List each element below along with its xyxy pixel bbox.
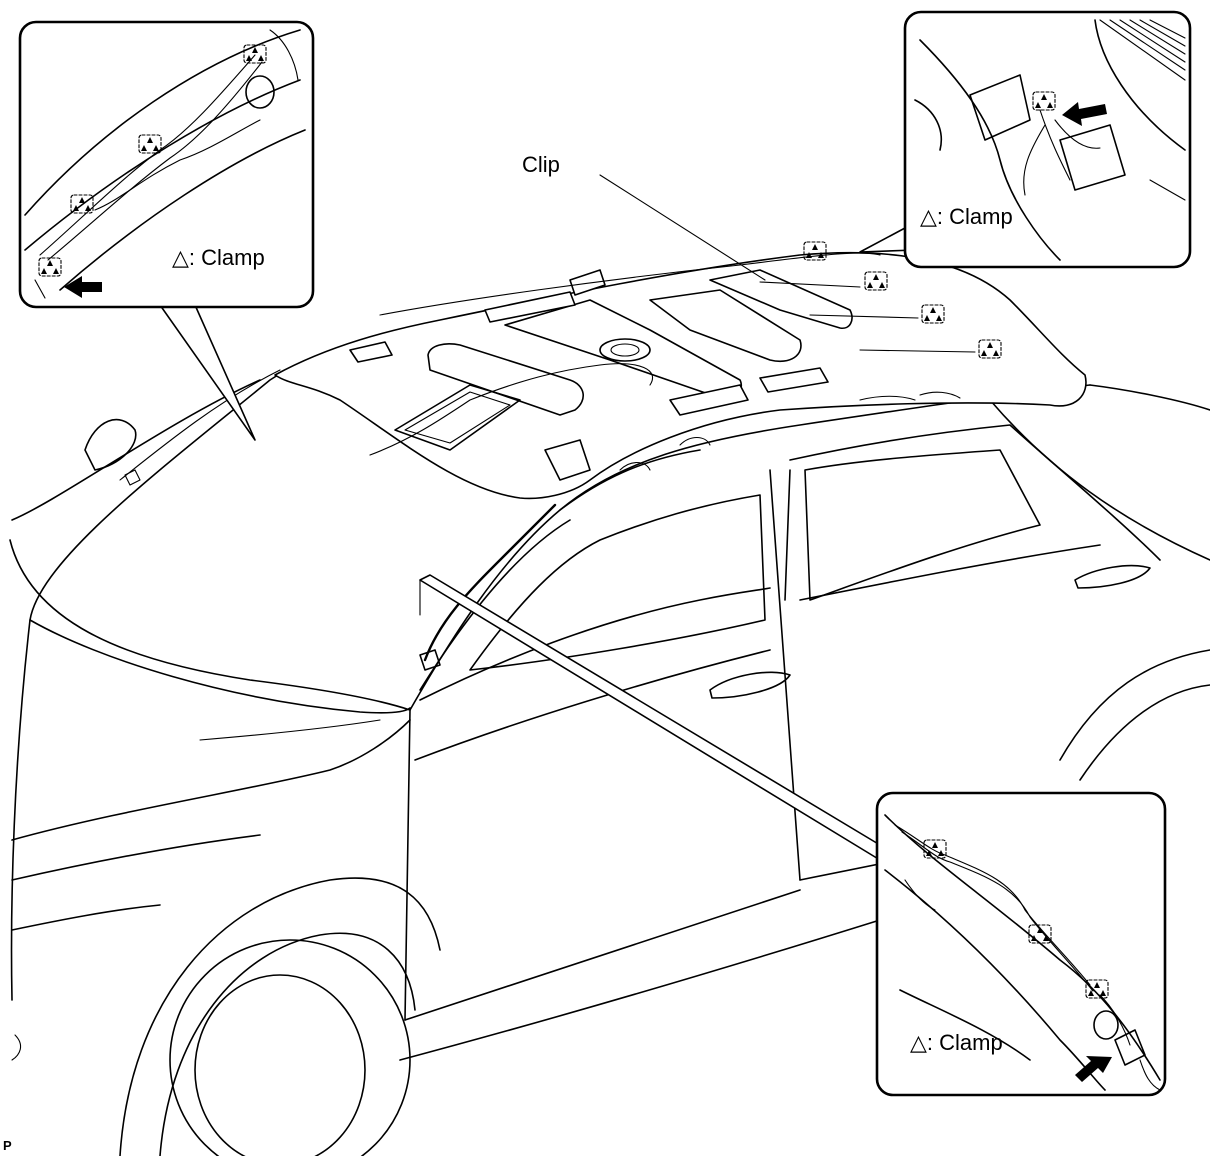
clamp-triangle-icon: [38, 257, 62, 277]
clamp-triangle-icon: [864, 271, 888, 291]
roof-headliner: [119, 251, 1087, 671]
clamp-triangle-icon: [978, 339, 1002, 359]
clamp-triangle-icon: [803, 241, 827, 261]
clip-leader: Clip: [522, 152, 766, 281]
inset-a-pillar-top: △: Clamp: [18, 20, 315, 309]
clamp-triangle-icon: [243, 44, 267, 64]
clamp-triangle-icon: [923, 839, 947, 859]
clamp-legend-top-right: △: Clamp: [920, 204, 1013, 229]
clamp-triangle-icon: [138, 134, 162, 154]
inset-a-pillar-lower: △: Clamp: [875, 791, 1167, 1097]
arrow-icon: [64, 276, 102, 298]
clamp-triangle-icon: [1032, 91, 1056, 111]
clamp-triangle-icon: [70, 194, 94, 214]
clamp-triangle-icon: [1085, 979, 1109, 999]
figure-id: P: [3, 1138, 12, 1153]
inset-roof-rear: △: Clamp: [903, 10, 1192, 269]
clamp-triangle-icon: [1028, 924, 1052, 944]
clamp-legend-top-left: △: Clamp: [172, 245, 265, 270]
clamp-legend-bottom-right: △: Clamp: [910, 1030, 1003, 1055]
clip-label: Clip: [522, 152, 560, 177]
car-body: [9, 344, 1210, 1156]
arrow-icon: [1062, 102, 1107, 126]
arrow-icon: [1075, 1056, 1112, 1082]
clamp-triangle-icon: [921, 304, 945, 324]
clamp-markers-headliner: [759, 241, 1002, 359]
